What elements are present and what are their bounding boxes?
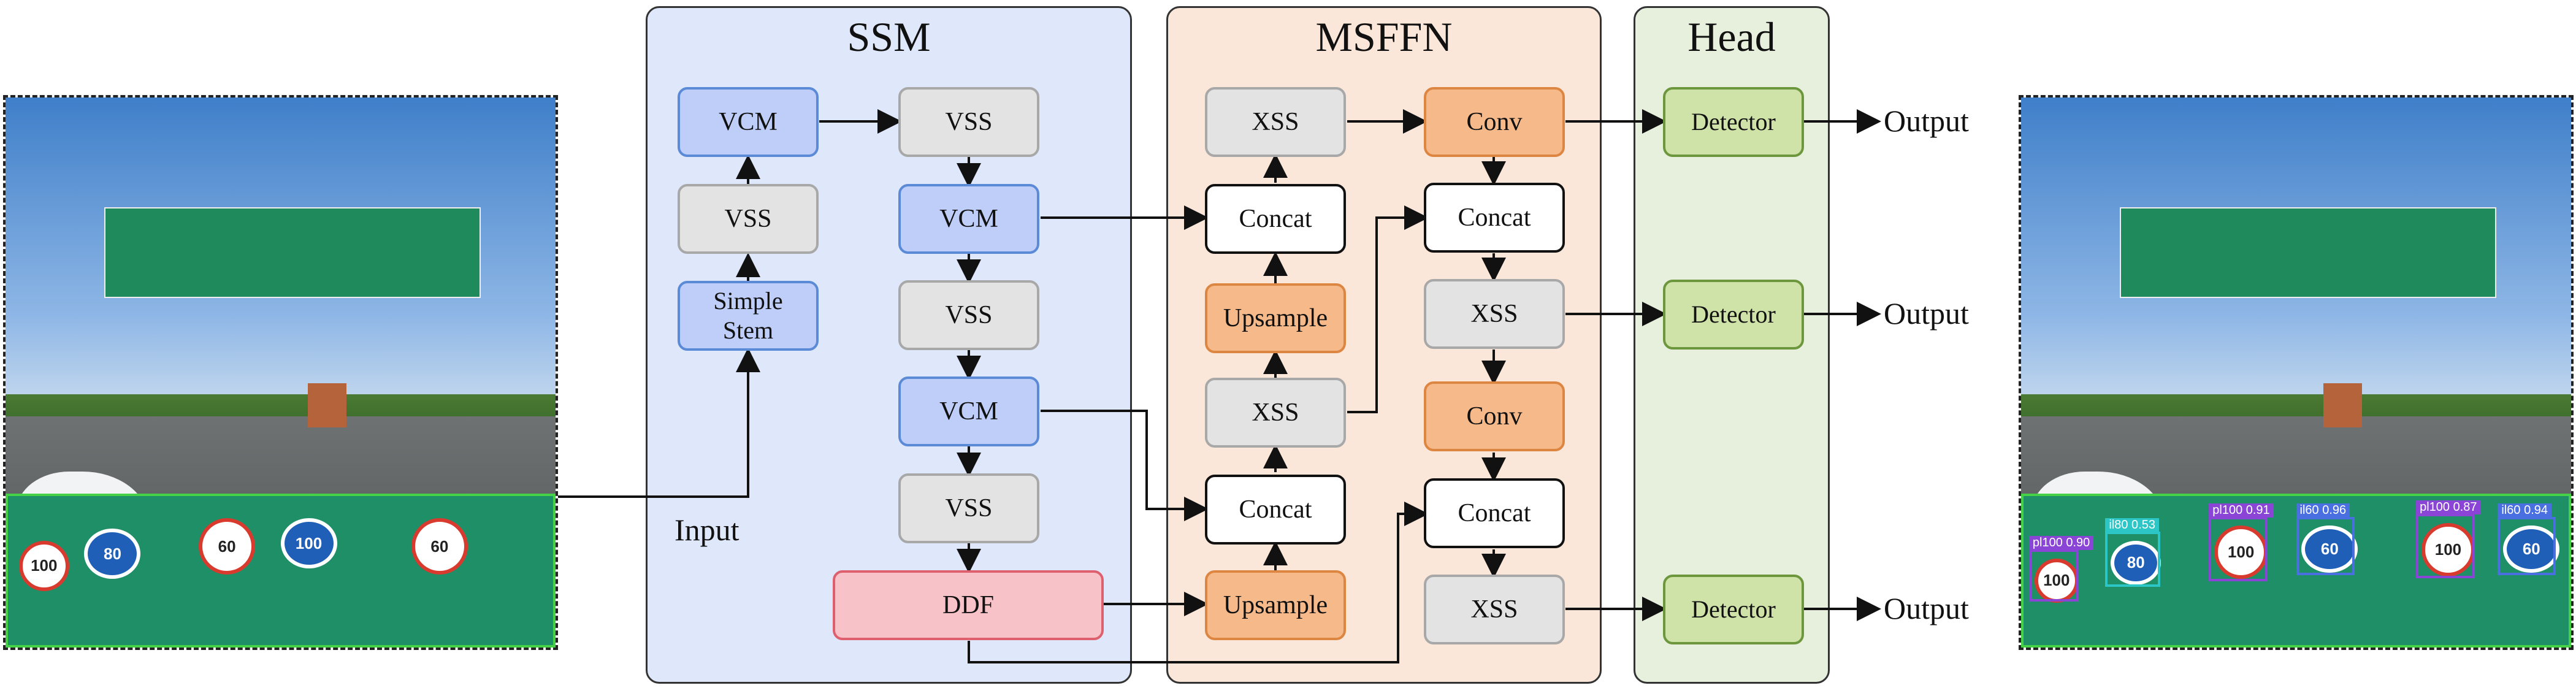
concat-1-node: Concat bbox=[1205, 184, 1346, 254]
vss-1-node: VSS bbox=[898, 87, 1039, 157]
output-sign-5: 100 bbox=[2421, 522, 2475, 576]
simple-stem-node: Simple Stem bbox=[678, 281, 819, 351]
upsample-1-label: Upsample bbox=[1223, 304, 1328, 332]
concat-1-label: Concat bbox=[1239, 204, 1312, 233]
vcm-2-node: VCM bbox=[898, 376, 1039, 446]
input-sign-1: 100 bbox=[18, 540, 69, 591]
upsample-2-node: Upsample bbox=[1205, 570, 1346, 640]
concat-2-label: Concat bbox=[1239, 495, 1312, 524]
vss-2-node: VSS bbox=[898, 280, 1039, 350]
ddf-node: DDF bbox=[833, 570, 1104, 640]
output-sign-6: 60 bbox=[2503, 526, 2560, 573]
vcm-left-node: VCM bbox=[678, 87, 819, 157]
vcm-1-label: VCM bbox=[939, 204, 998, 233]
concat-4-label: Concat bbox=[1458, 499, 1531, 527]
vss-left-node: VSS bbox=[678, 184, 819, 254]
simple-stem-label-1: Simple bbox=[713, 287, 783, 315]
upsample-1-node: Upsample bbox=[1205, 283, 1346, 353]
input-sign-5: 60 bbox=[411, 518, 468, 575]
input-image: 100 80 60 100 60 bbox=[3, 95, 558, 650]
concat-4-node: Concat bbox=[1424, 478, 1565, 548]
input-truck bbox=[308, 383, 347, 428]
detection-box-1: pl100 0.90 bbox=[2028, 536, 2094, 602]
simple-stem-label-2: Stem bbox=[722, 316, 774, 344]
xss-right-2-label: XSS bbox=[1470, 595, 1518, 624]
output-2-label: Output bbox=[1884, 296, 1969, 331]
detection-box-2: il80 0.53 bbox=[2105, 518, 2161, 587]
xss-right-1-label: XSS bbox=[1470, 299, 1518, 328]
xss-mid-left-label: XSS bbox=[1252, 398, 1299, 427]
xss-right-2-node: XSS bbox=[1424, 575, 1565, 644]
detector-1-node: Detector bbox=[1663, 87, 1804, 157]
vss-left-label: VSS bbox=[724, 204, 772, 233]
ssm-title: SSM bbox=[847, 13, 931, 60]
input-sign-4: 100 bbox=[280, 518, 337, 569]
output-3-label: Output bbox=[1884, 591, 1969, 625]
output-zoom-strip: 100 pl100 0.90 80 il80 0.53 100 pl100 0.… bbox=[2021, 493, 2571, 648]
conv-2-label: Conv bbox=[1466, 402, 1523, 430]
detector-1-label: Detector bbox=[1691, 108, 1776, 136]
vss-2-label: VSS bbox=[945, 300, 993, 329]
conv-2-node: Conv bbox=[1424, 381, 1565, 451]
concat-2-node: Concat bbox=[1205, 475, 1346, 545]
detector-3-node: Detector bbox=[1663, 575, 1804, 644]
detection-box-5: pl100 0.87 bbox=[2416, 500, 2481, 579]
input-gantry bbox=[104, 207, 481, 298]
input-label: Input bbox=[675, 513, 740, 547]
input-zoom-strip: 100 80 60 100 60 bbox=[6, 493, 556, 648]
input-sign-2: 80 bbox=[84, 529, 141, 579]
xss-top-left-node: XSS bbox=[1205, 87, 1346, 157]
detector-2-node: Detector bbox=[1663, 280, 1804, 350]
output-image: 100 pl100 0.90 80 il80 0.53 100 pl100 0.… bbox=[2019, 95, 2574, 650]
detector-2-label: Detector bbox=[1691, 300, 1776, 328]
output-truck bbox=[2323, 383, 2363, 428]
input-sign-3: 60 bbox=[199, 518, 256, 575]
vss-3-label: VSS bbox=[945, 494, 993, 522]
output-gantry bbox=[2120, 207, 2497, 298]
vcm-1-node: VCM bbox=[898, 184, 1039, 254]
vss-1-label: VSS bbox=[945, 107, 993, 136]
xss-top-left-label: XSS bbox=[1252, 107, 1299, 136]
concat-3-label: Concat bbox=[1458, 203, 1531, 232]
detection-box-4: il60 0.96 bbox=[2296, 503, 2355, 575]
xss-mid-left-node: XSS bbox=[1205, 378, 1346, 448]
detection-box-6: il60 0.94 bbox=[2498, 503, 2556, 575]
output-sign-1: 100 bbox=[2034, 558, 2079, 603]
ddf-label: DDF bbox=[942, 591, 995, 619]
conv-1-node: Conv bbox=[1424, 87, 1565, 157]
upsample-2-label: Upsample bbox=[1223, 591, 1328, 619]
output-1-label: Output bbox=[1884, 104, 1969, 138]
output-sign-4: 60 bbox=[2301, 526, 2358, 573]
output-sign-2: 80 bbox=[2111, 540, 2161, 585]
conv-1-label: Conv bbox=[1466, 107, 1523, 136]
detector-3-label: Detector bbox=[1691, 595, 1776, 623]
vss-3-node: VSS bbox=[898, 473, 1039, 543]
vcm-2-label: VCM bbox=[939, 397, 998, 426]
xss-right-1-node: XSS bbox=[1424, 279, 1565, 349]
detection-box-3: pl100 0.91 bbox=[2209, 503, 2274, 581]
vcm-left-label: VCM bbox=[719, 107, 778, 136]
concat-3-node: Concat bbox=[1424, 183, 1565, 253]
head-title: Head bbox=[1687, 13, 1776, 60]
msffn-title: MSFFN bbox=[1315, 13, 1453, 60]
